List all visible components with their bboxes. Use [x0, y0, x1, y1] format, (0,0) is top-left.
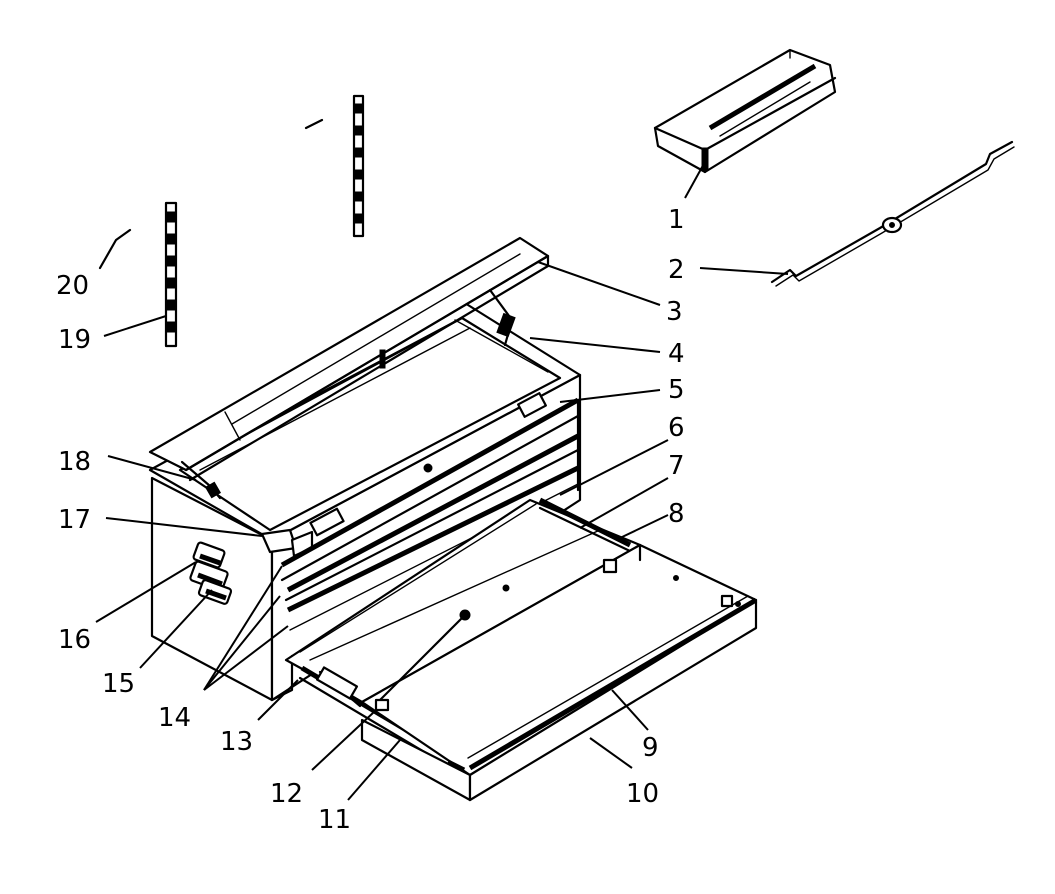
callout-4: 4	[668, 339, 685, 369]
callout-18: 18	[58, 447, 91, 477]
callout-labels: 1 2 3 4 5 6 7 8 9 10 11 12 13 14 15 16 1…	[56, 205, 685, 835]
callout-16: 16	[58, 625, 91, 655]
part-lid-support-right	[352, 94, 365, 238]
callout-19: 19	[58, 325, 91, 355]
callout-20: 20	[56, 271, 89, 301]
leader-lines	[95, 159, 789, 801]
part-clip	[98, 118, 324, 270]
callout-5: 5	[668, 375, 685, 405]
callout-8: 8	[668, 499, 685, 529]
callout-12: 12	[270, 779, 303, 809]
callout-9: 9	[642, 733, 659, 763]
callout-17: 17	[58, 505, 91, 535]
part-tray	[653, 48, 837, 174]
callout-10: 10	[626, 779, 659, 809]
part-lid-support-left	[164, 201, 178, 348]
open-drawer	[284, 497, 758, 802]
callout-7: 7	[668, 451, 685, 481]
callout-2: 2	[668, 255, 685, 285]
part-lock-rod	[770, 140, 1015, 287]
callout-13: 13	[220, 727, 253, 757]
callout-1: 1	[668, 205, 685, 235]
callout-3: 3	[666, 297, 683, 327]
callout-6: 6	[668, 413, 685, 443]
callout-15: 15	[102, 669, 135, 699]
callout-11: 11	[318, 805, 351, 835]
callout-14: 14	[158, 703, 191, 733]
